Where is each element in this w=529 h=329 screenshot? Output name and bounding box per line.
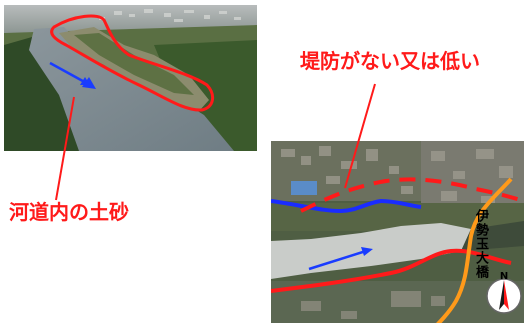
- aerial-river-photo: [4, 5, 257, 151]
- flow-arrow-icon: [49, 61, 96, 89]
- aerial-photo-drawing: [4, 5, 257, 151]
- sediment-callout-label: 河道内の土砂: [9, 200, 129, 224]
- compass-icon: N: [485, 270, 523, 316]
- right-forest: [154, 40, 257, 151]
- pool-blue-roof: [291, 181, 317, 195]
- river-water: [29, 27, 234, 151]
- bridge-road-line: [436, 177, 513, 323]
- compass-north-label: N: [500, 271, 508, 282]
- bridge-road-label: 伊勢玉大橋: [473, 209, 488, 279]
- lower-buildings: [301, 291, 445, 319]
- satellite-map-drawing: [271, 141, 524, 323]
- flow-arrow-icon: [308, 247, 373, 271]
- satellite-map: [271, 141, 524, 323]
- sediment-vegetation: [74, 33, 194, 95]
- levee-callout-label: 堤防がない又は低い: [300, 49, 480, 73]
- sediment-highlight-outline: [50, 14, 215, 112]
- low-levee-line: [271, 248, 512, 293]
- river-channel-right: [461, 221, 524, 251]
